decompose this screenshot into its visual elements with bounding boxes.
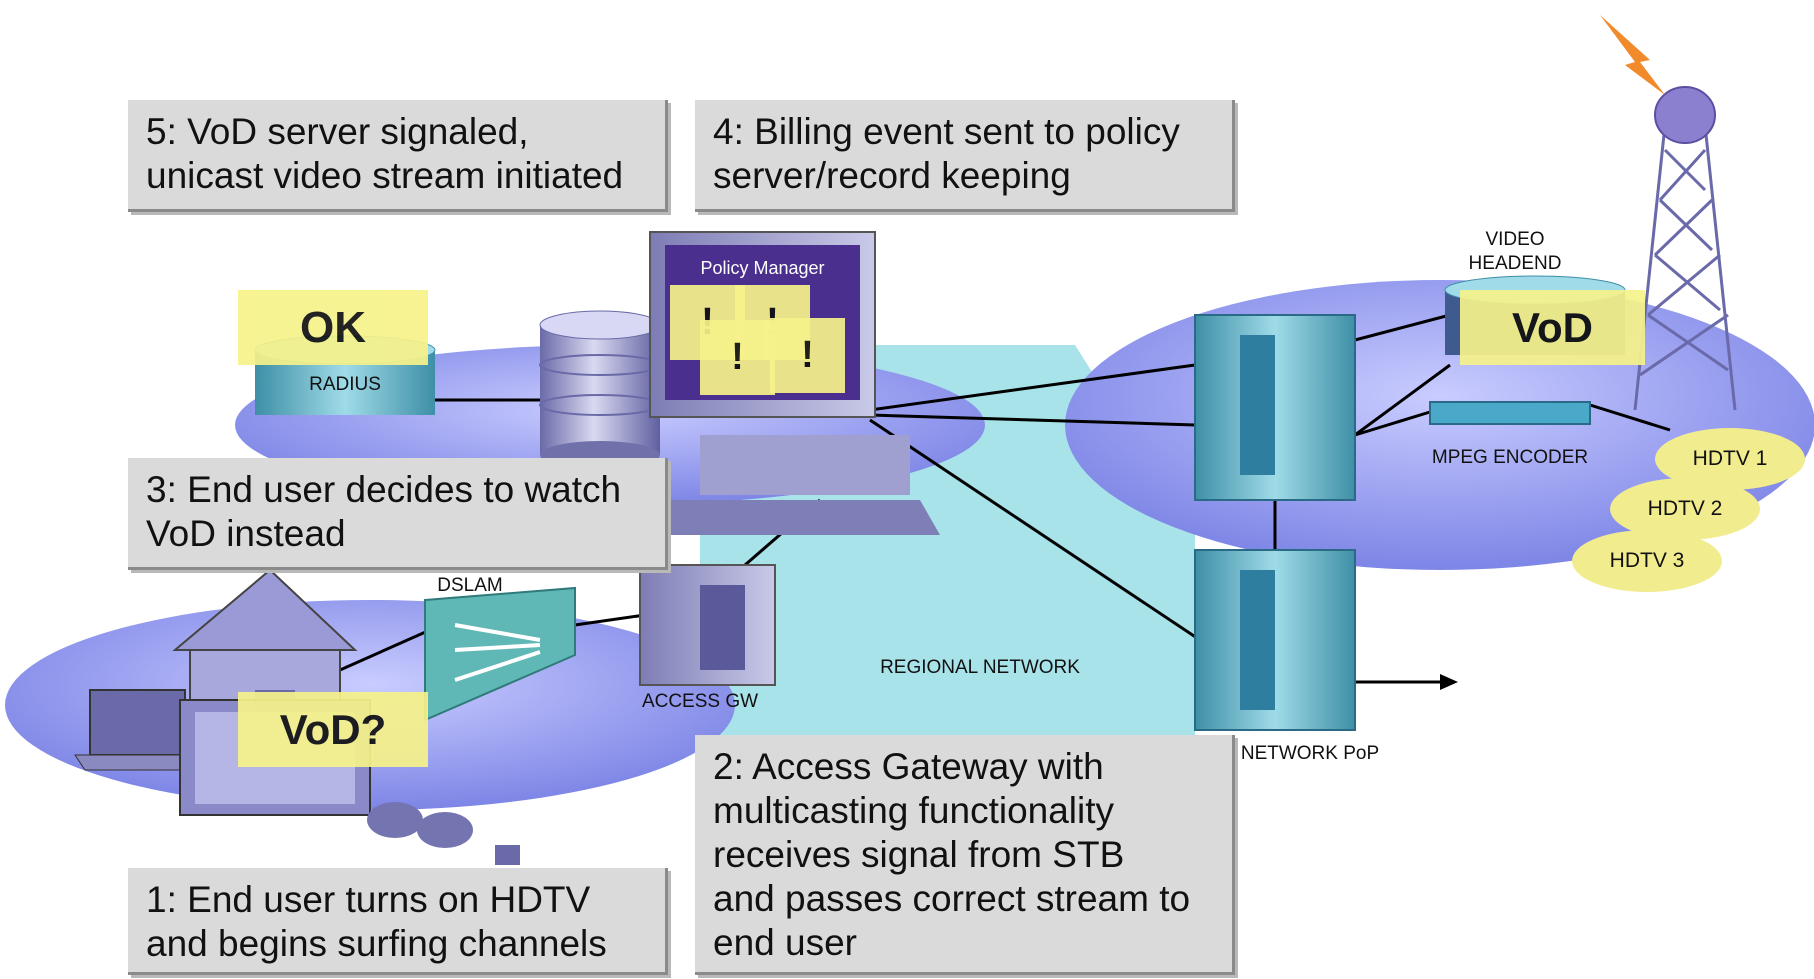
- alert-badge-4: !: [770, 318, 845, 393]
- policy-manager-label: Policy Manager: [700, 258, 825, 278]
- database-icon: [539, 310, 661, 469]
- regional-network-label: REGIONAL NETWORK: [880, 657, 1080, 678]
- access-gw-label: ACCESS GW: [641, 691, 759, 712]
- signal-bolt-icon: [1600, 15, 1665, 95]
- mpeg-encoder-label: MPEG ENCODER: [1431, 447, 1589, 468]
- mpeg-encoder-icon: [1429, 401, 1591, 425]
- access-gateway-icon: [639, 564, 776, 686]
- hdtv-channel-3: HDTV 3: [1572, 530, 1722, 592]
- callout-step-4: 4: Billing event sent to policy server/r…: [695, 100, 1235, 212]
- callout-step-1: 1: End user turns on HDTV and begins sur…: [128, 868, 668, 975]
- alert-badge-3: !: [700, 320, 775, 395]
- video-headend-label: VIDEO HEADEND: [1468, 229, 1562, 274]
- laptop-icon: [74, 689, 201, 771]
- antenna-tower-icon: [1633, 124, 1737, 411]
- dslam-icon: [424, 586, 576, 722]
- game-controller-icon: [367, 802, 520, 865]
- ok-badge: OK: [238, 290, 428, 365]
- headend-router-icon: [1194, 314, 1356, 501]
- vod-server-badge: VoD: [1460, 290, 1645, 365]
- vod-question-badge: VoD?: [238, 692, 428, 767]
- satellite-dish-icon: [1654, 86, 1716, 144]
- hdtv-channel-1: HDTV 1: [1655, 428, 1805, 490]
- network-pop-label: NETWORK PoP: [1240, 743, 1380, 764]
- callout-step-5: 5: VoD server signaled, unicast video st…: [128, 100, 668, 212]
- callout-step-3: 3: End user decides to watch VoD instead: [128, 458, 668, 570]
- network-pop-router-icon: [1194, 549, 1356, 731]
- radius-label: RADIUS: [309, 374, 381, 395]
- dslam-label: DSLAM: [437, 575, 503, 596]
- arrowhead: [1440, 674, 1458, 690]
- callout-step-2: 2: Access Gateway with multicasting func…: [695, 735, 1235, 975]
- hdtv-channel-2: HDTV 2: [1610, 478, 1760, 540]
